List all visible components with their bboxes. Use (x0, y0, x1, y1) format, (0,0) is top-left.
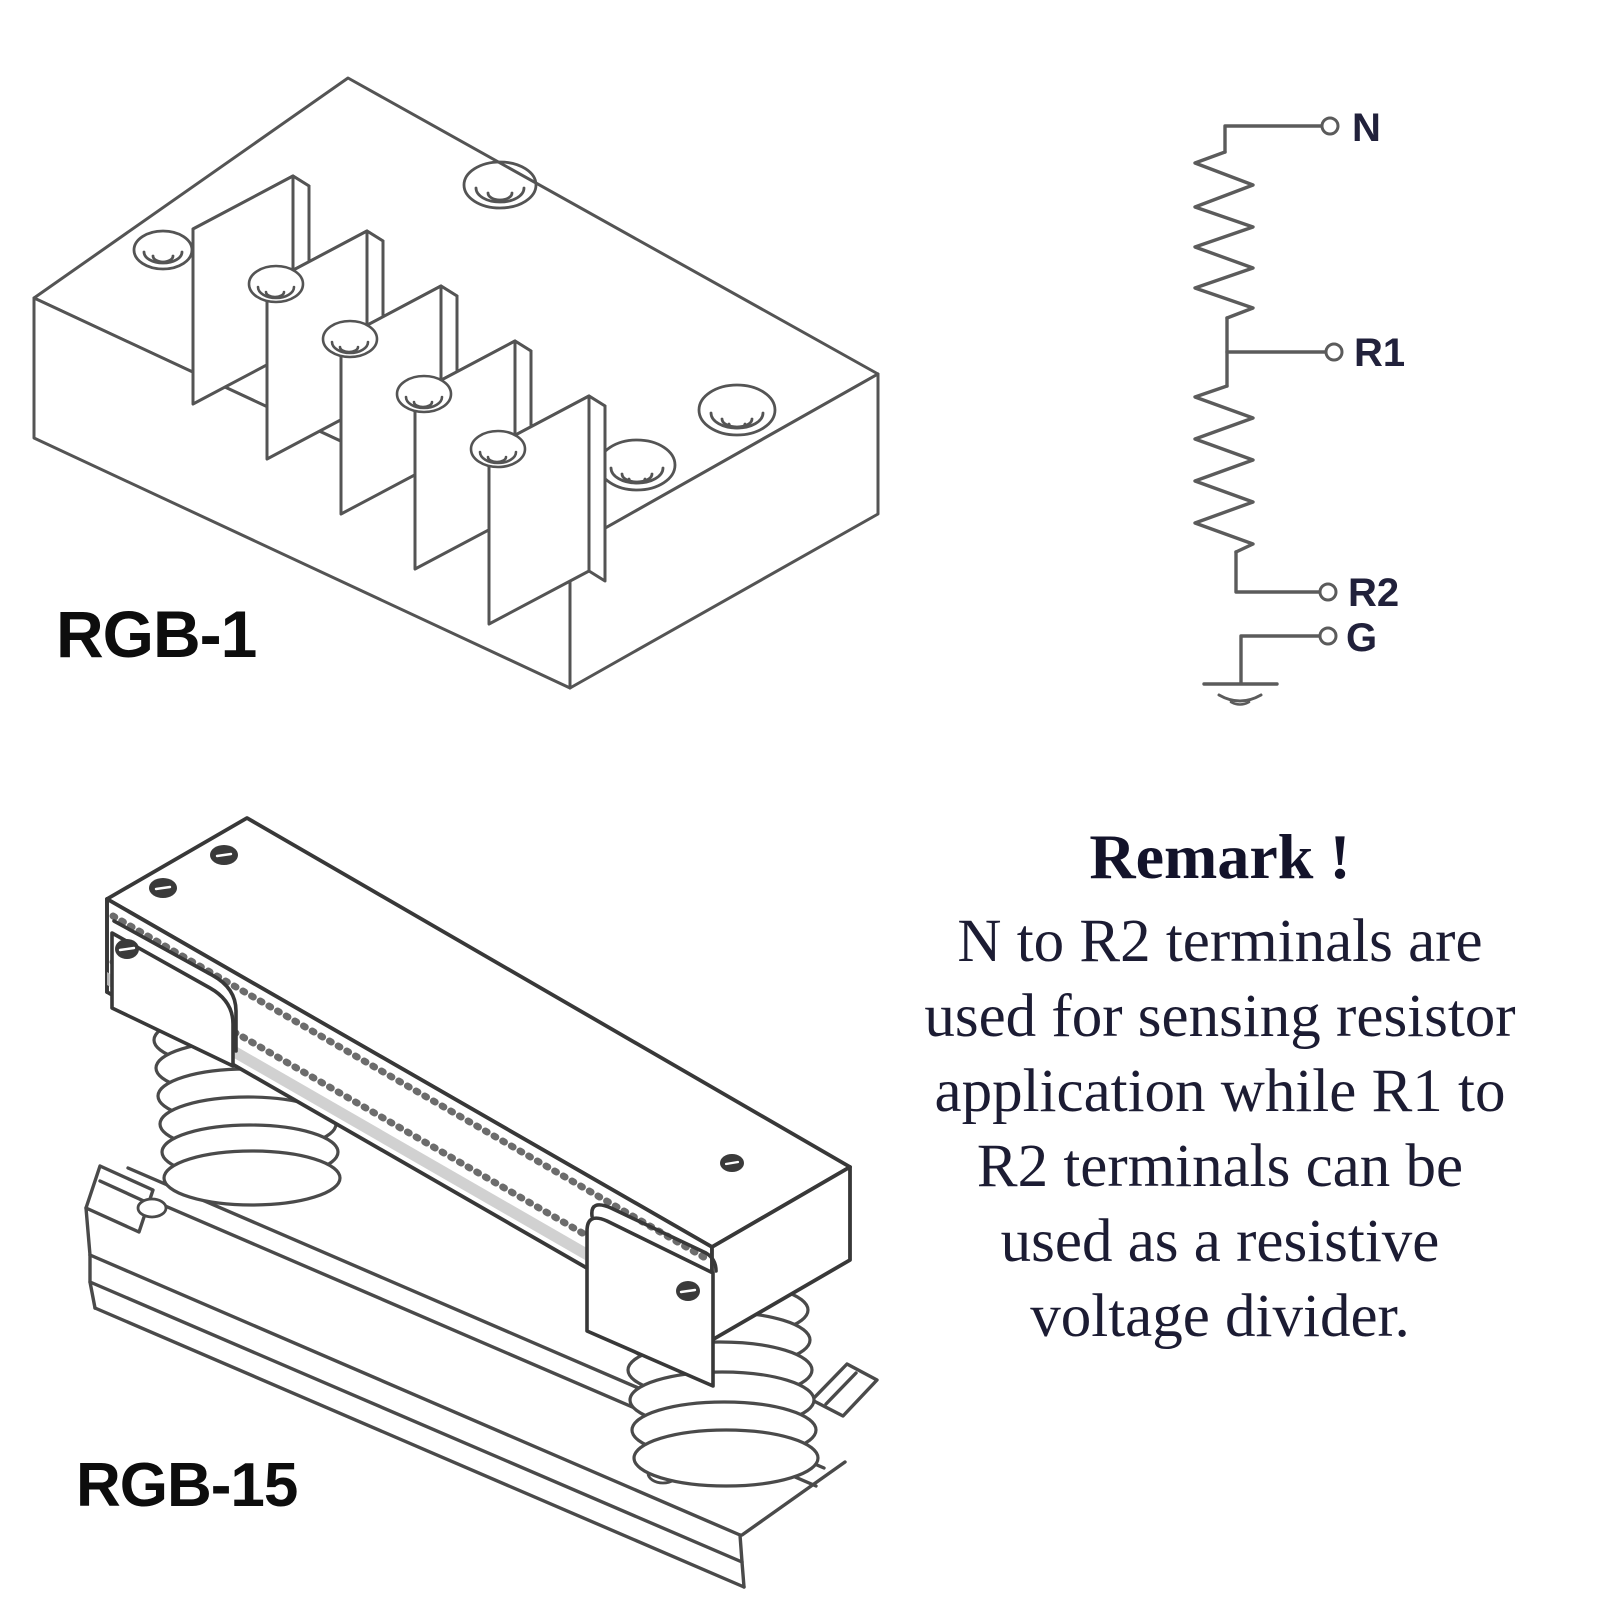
terminal-label-r2: R2 (1348, 571, 1399, 615)
ground-icon (1202, 682, 1279, 706)
remark-heading: Remark ! (1089, 821, 1351, 892)
remark-block: Remark ! N to R2 terminals are used for … (848, 820, 1592, 1354)
remark-line: voltage divider. (1030, 1283, 1410, 1350)
remark-line: used as a resistive (1000, 1208, 1440, 1275)
terminal-circle-r1 (1324, 342, 1344, 362)
terminal-circle-g (1318, 626, 1338, 646)
terminal-label-n: N (1352, 106, 1381, 150)
divider-schematic: N R1 R2 G (1193, 106, 1405, 706)
rgb1-product-label: RGB-1 (56, 597, 257, 671)
remark-line: R2 terminals can be (976, 1133, 1464, 1200)
resistor-1 (1193, 150, 1255, 320)
rgb15-drawing (84, 816, 879, 1589)
rgb15-resistor-bar (105, 816, 852, 1342)
rgb1-clamp-screws (247, 264, 527, 469)
rgb15-right-clamp (585, 1203, 718, 1388)
terminal-circle-r2 (1318, 582, 1338, 602)
remark-line: N to R2 terminals are (957, 908, 1483, 975)
terminal-label-r1: R1 (1354, 331, 1405, 375)
rgb1-drawing (32, 76, 880, 690)
rgb15-left-clamp (110, 919, 238, 1068)
schematic-terminal-circles (1318, 116, 1344, 646)
remark-line: used for sensing resistor (924, 983, 1516, 1050)
schematic-wires (1193, 124, 1328, 684)
resistor-2 (1193, 384, 1255, 554)
terminal-circle-n (1320, 116, 1340, 136)
rgb15-product-label: RGB-15 (76, 1451, 298, 1520)
schematic-terminal-labels: N R1 R2 G (1346, 106, 1405, 660)
terminal-label-g: G (1346, 616, 1377, 660)
remark-line: application while R1 to (934, 1058, 1506, 1125)
rgb15-base-bracket (84, 1164, 879, 1589)
